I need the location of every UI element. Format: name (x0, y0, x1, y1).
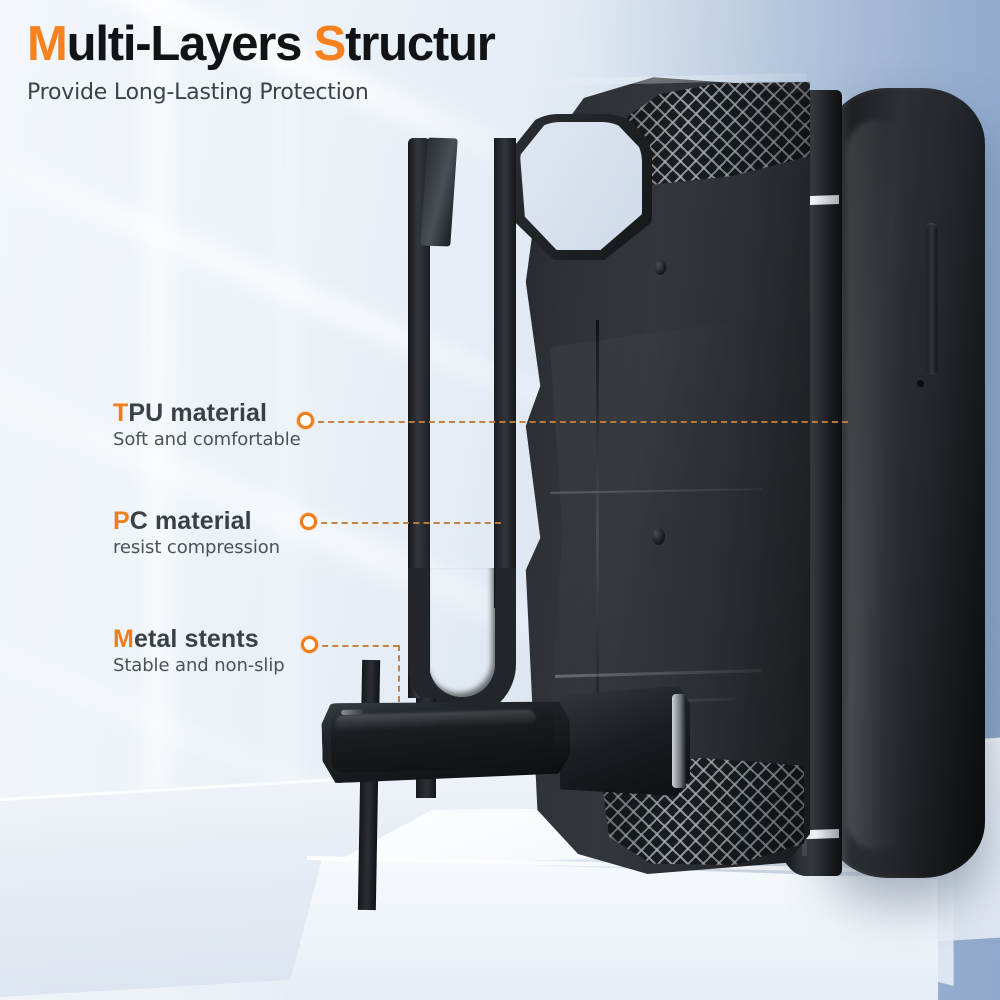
callout-tpu-dot (297, 412, 314, 429)
callout-tpu-leader-line (308, 421, 848, 423)
kickstand-hinge (560, 686, 690, 796)
metal-bracket-top-tab (420, 137, 458, 247)
callout-pc-title: PC material (113, 508, 280, 534)
callout-pc-leader-line (311, 522, 501, 524)
callout-metal-dot (301, 636, 318, 653)
page-subtitle: Provide Long-Lasting Protection (27, 79, 369, 105)
title-highlight-m: M (27, 17, 68, 71)
metal-bracket-right-arm (494, 138, 516, 608)
callout-metal-title: Metal stents (113, 626, 285, 652)
callout-pc-dot (300, 513, 317, 530)
callout-pc: PC material resist compression (113, 508, 280, 558)
pc-plate-vent-hole-bottom (652, 528, 665, 545)
callout-tpu-subtitle: Soft and comfortable (113, 429, 301, 451)
callout-tpu-title-rest: PU material (128, 399, 268, 427)
callout-tpu-highlight: T (113, 399, 129, 427)
camera-cutout-hole (520, 122, 642, 250)
light-streak-vertical-1 (135, 0, 181, 900)
title-text-1: ulti-Layers (66, 17, 314, 71)
callout-tpu-title: TPU material (113, 400, 301, 426)
page-title: Multi-Layers Structur (27, 17, 496, 71)
callout-pc-subtitle: resist compression (113, 537, 280, 559)
callout-pc-title-rest: C material (129, 507, 252, 535)
kickstand-bar-notch (341, 709, 364, 715)
metal-bracket-left-arm (408, 138, 430, 698)
metal-stent-bracket (408, 137, 516, 798)
callout-metal-leader-line-h (312, 645, 399, 647)
callout-metal: Metal stents Stable and non-slip (113, 626, 285, 676)
pc-plate-vent-hole-top (655, 260, 666, 275)
callout-tpu: TPU material Soft and comfortable (113, 400, 301, 450)
pc-plate-groove (596, 320, 599, 750)
light-streak-vertical-2 (270, 0, 304, 900)
kickstand-bar (321, 697, 571, 784)
callout-metal-leader-line-v (398, 645, 400, 702)
tpu-pin-hole (917, 380, 924, 387)
header: Multi-Layers Structur Provide Long-Lasti… (27, 17, 496, 105)
pedestal-front-face (283, 858, 938, 1000)
title-highlight-s: S (313, 17, 347, 71)
metal-bracket-u-curve (408, 568, 516, 718)
tpu-shell-gloss (847, 120, 907, 850)
kickstand-hinge-edge (672, 694, 686, 788)
title-text-2: tructur (345, 17, 496, 71)
phone-case-product (400, 60, 1000, 911)
callout-pc-highlight: P (113, 507, 130, 535)
callout-metal-title-rest: etal stents (133, 625, 259, 653)
callout-metal-subtitle: Stable and non-slip (113, 655, 285, 677)
tpu-soft-shell-layer (825, 88, 985, 878)
tpu-button-cutout (925, 223, 938, 375)
callout-metal-highlight: M (113, 625, 134, 653)
